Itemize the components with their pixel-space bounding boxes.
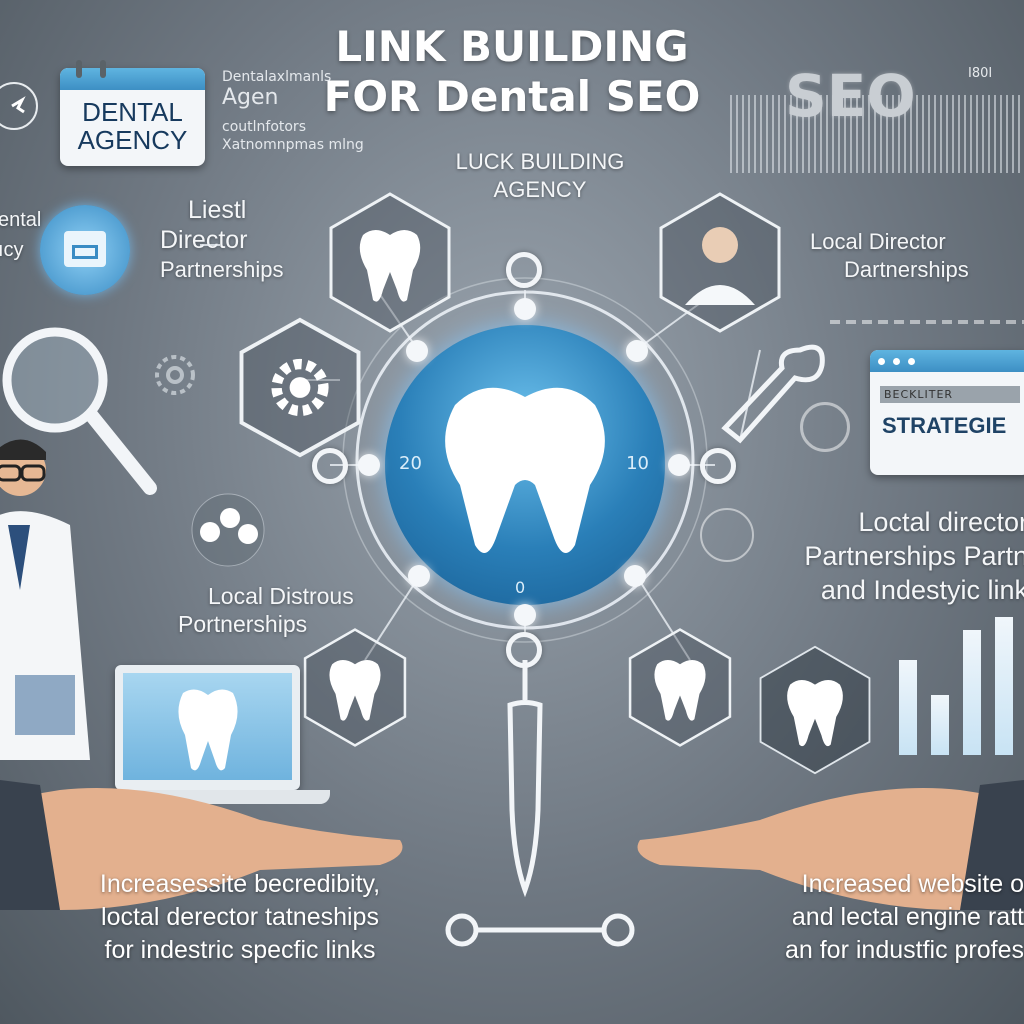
calendar-ring-icon <box>76 60 82 78</box>
dashed-divider <box>830 320 1024 324</box>
window-icon <box>64 231 106 267</box>
bottom-right-text: Increased website o and lectal engine ra… <box>680 868 1024 967</box>
dental-tool-icon <box>507 660 543 898</box>
small-gear-icon <box>800 402 850 452</box>
people-cluster-icon <box>191 493 265 567</box>
edge-line-1: ental <box>0 209 42 231</box>
right-partnerships-label: Loctal director Partnerships Partn and I… <box>738 505 1024 607</box>
local-directory-label: Local Director Dartnerships <box>810 228 969 284</box>
faint-line-1: Dentalaxlmanls <box>222 69 332 85</box>
hub-right-number: 10 <box>626 453 649 474</box>
ring-node <box>700 448 736 484</box>
bar <box>931 695 949 755</box>
laptop-screen <box>123 673 292 780</box>
bottom-left-text: Increasessite becredibity, loctal derect… <box>30 868 450 967</box>
central-tooth-icon <box>445 387 605 553</box>
edge-arrow-icon <box>11 96 26 114</box>
hub-caption: LUCK BUILDING AGENCY <box>440 148 640 204</box>
faint-line-4: Xatnomnpmas mlng <box>222 137 364 153</box>
wrench-icon <box>721 344 825 444</box>
hex-gear-icon <box>239 317 361 458</box>
bottom-left-line-1: Increasessite becredibity, <box>99 870 381 898</box>
network-node <box>408 565 430 587</box>
network-node <box>514 298 536 320</box>
doctor-figure <box>0 439 90 760</box>
bottom-right-line-1: Increased website o <box>801 870 1024 898</box>
card-line-1: DENTAL <box>82 97 183 127</box>
central-hub: 20 10 0 <box>385 325 665 605</box>
window-dot-icon <box>908 358 916 365</box>
ring-node <box>312 448 348 484</box>
hex-dentist-icon <box>659 192 781 333</box>
strategy-card-title: STRATEGIE <box>882 413 1007 438</box>
local-directory-line-1: Local Director <box>810 229 946 254</box>
edge-line-2: ıcy <box>0 239 24 261</box>
hub-left-number: 20 <box>399 453 422 474</box>
laptop-tooth-icon <box>178 689 238 771</box>
calendar-ring-icon <box>100 60 106 78</box>
bar-decoration <box>895 615 1024 755</box>
connector-bar-icon <box>445 913 635 947</box>
magnifier-icon <box>2 327 157 495</box>
faint-line-3: coutlnfotors <box>222 119 306 135</box>
right-partnerships-line-2: Partnerships Partn <box>804 541 1024 571</box>
bar <box>899 660 917 755</box>
faint-agency-text: Dentalaxlmanls Agen coutlnfotors Xatnomn… <box>222 68 364 154</box>
network-node <box>624 565 646 587</box>
network-node <box>358 454 380 476</box>
bottom-right-line-2: and lectal engine ratt <box>791 903 1024 931</box>
right-partnerships-line-3: and Indestyic link <box>820 575 1024 605</box>
bar <box>995 617 1013 755</box>
hub-caption-line-2: AGENCY <box>493 177 587 202</box>
directory-line-2: Director <box>160 226 248 254</box>
title-line-2: FOR Dental SEO <box>323 72 701 121</box>
directory-line-3: Partnerships <box>160 257 284 282</box>
ring-node <box>506 252 542 288</box>
strategy-card-sub: BECKLITER <box>880 386 1020 403</box>
badge-icon <box>700 508 754 562</box>
barcode-decoration <box>730 95 1020 173</box>
strategy-card-header <box>870 350 1024 372</box>
title-line-1: LINK BUILDING <box>335 22 689 71</box>
local-directory-line-2: Dartnerships <box>844 257 969 282</box>
window-dot-icon <box>878 358 885 365</box>
directory-line-1: Liestl <box>188 196 247 224</box>
hex-tooth-icon <box>329 192 451 333</box>
browser-icon <box>40 205 130 295</box>
hub-caption-line-1: LUCK BUILDING <box>455 149 625 174</box>
network-node <box>668 454 690 476</box>
edge-icon <box>0 82 38 130</box>
left-hand <box>0 780 403 910</box>
directory-label: Liestl Director Partnerships <box>160 195 284 285</box>
edge-label: ental ıcy <box>0 205 41 265</box>
right-hand <box>637 780 1024 910</box>
bottom-left-line-2: loctal derector tatneships <box>101 903 379 931</box>
seo-small-number: I80I <box>968 66 993 81</box>
bar <box>963 630 981 755</box>
hex-tooth-icon <box>303 628 407 747</box>
strategy-card: BECKLITER STRATEGIE <box>870 350 1024 475</box>
window-dot-icon <box>893 358 901 365</box>
hex-tooth-icon <box>759 645 871 775</box>
card-line-2: AGENCY <box>77 125 188 155</box>
right-partnerships-line-1: Loctal director <box>858 507 1024 537</box>
card-header-bar <box>60 68 205 90</box>
gear-cluster-icon <box>155 355 195 395</box>
bottom-right-line-3: an for industfic profes <box>784 936 1024 964</box>
local-partnerships-label: Local Distrous Portnerships <box>178 582 354 638</box>
seo-heading: SEO <box>785 62 916 130</box>
hex-tooth-icon <box>628 628 732 747</box>
hub-bottom-number: 0 <box>515 578 526 597</box>
dental-agency-card: DENTAL AGENCY <box>60 60 205 166</box>
network-node <box>626 340 648 362</box>
network-node <box>406 340 428 362</box>
local-partnerships-line-2: Portnerships <box>178 611 308 637</box>
local-partnerships-line-1: Local Distrous <box>208 583 354 609</box>
bottom-left-line-3: for indestric specfic links <box>104 936 376 964</box>
faint-line-2: Agen <box>222 85 279 110</box>
page-title: LINK BUILDING FOR Dental SEO <box>0 22 1024 122</box>
laptop <box>115 665 300 790</box>
network-node <box>514 604 536 626</box>
